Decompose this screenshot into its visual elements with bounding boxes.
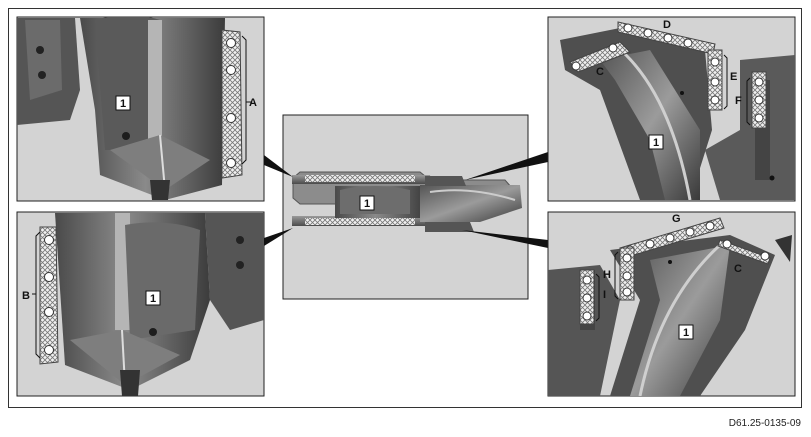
part-label-1: 1 [150,293,156,305]
connector-bottom-right [462,230,548,248]
detail-panel-top-right: D C E F 1 [547,16,796,202]
part-label-1: 1 [683,327,689,339]
part-label-1: 1 [120,98,126,110]
callout-c: C [734,263,742,275]
part-label-1: 1 [653,137,659,149]
document-reference: D61.25-0135-09 [728,418,801,429]
callout-i: I [603,289,606,301]
detail-panel-bottom-left: B 1 [16,211,265,397]
callout-f: F [735,95,742,107]
callout-b: B [22,290,30,302]
callout-d: D [663,19,671,31]
connector-top-left [264,155,293,177]
callout-c: C [596,66,604,78]
detail-panel-bottom-right: G H I C 1 [547,211,796,397]
connector-top-right [465,152,548,180]
callout-a: A [249,97,257,109]
detail-panel-top-left: A 1 [16,16,265,202]
callout-e: E [730,71,737,83]
callout-g: G [672,213,681,225]
callout-h: H [603,269,611,281]
part-label-1: 1 [364,198,370,210]
connector-bottom-left [264,228,293,246]
overview-panel-center: 1 [282,114,529,300]
